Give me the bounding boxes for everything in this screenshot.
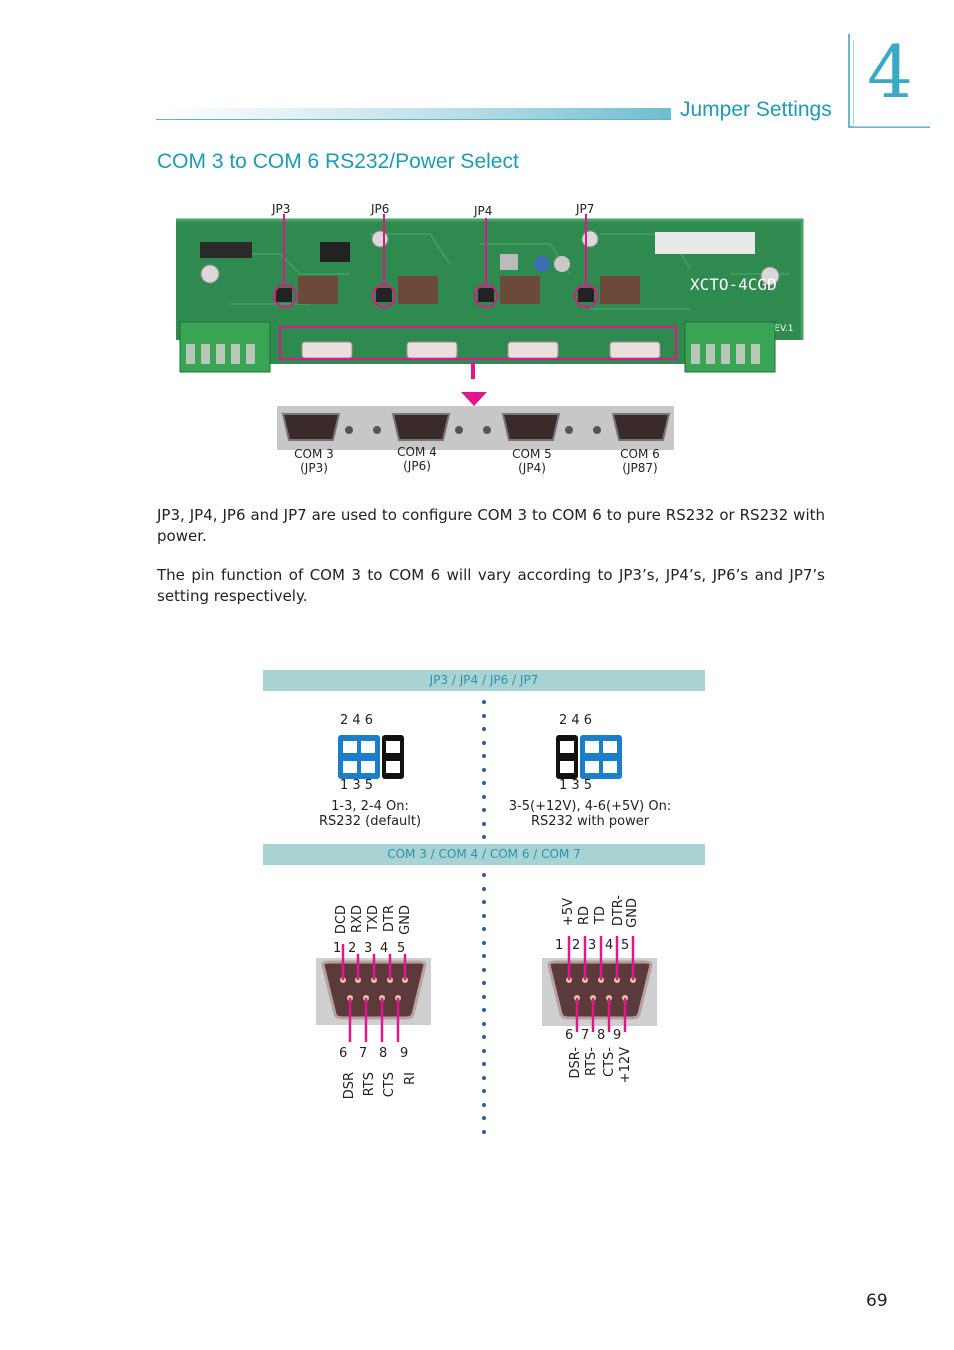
connector-com4: COM 4(JP6) (397, 445, 437, 473)
chapter-number: 4 (867, 30, 913, 114)
rpin-num-4: 4 (605, 938, 614, 953)
rpin-num-8: 8 (597, 1028, 606, 1043)
rpin-num-2: 2 (572, 938, 581, 953)
label-jp3: JP3 (272, 202, 291, 216)
paragraph-2: The pin function of COM 3 to COM 6 will … (157, 566, 825, 605)
label-jp6: JP6 (371, 202, 390, 216)
signal-txd: TXD (366, 905, 381, 932)
signal-dtr-minus: DTR- (611, 895, 626, 927)
label-jp4: JP4 (474, 204, 493, 218)
jp-left-bottom-pins: 1 3 5 (340, 778, 374, 793)
table1-divider (482, 700, 486, 849)
board-rev-text: REV.1 (768, 324, 794, 334)
rpin-num-5: 5 (621, 938, 630, 953)
signal-ri: RI (403, 1072, 418, 1085)
page-number: 69 (866, 1291, 888, 1311)
signal-gnd-right: GND (625, 898, 640, 928)
rpin-num-3: 3 (588, 938, 597, 953)
jp-left-top-pins: 2 4 6 (340, 713, 374, 728)
signal-td: TD (593, 906, 608, 924)
paragraph-1: JP3, JP4, JP6 and JP7 are used to config… (157, 506, 825, 545)
signal-gnd: GND (398, 905, 413, 935)
pin-num-4: 4 (380, 941, 389, 956)
pin-num-3: 3 (364, 941, 373, 956)
rpin-num-9: 9 (613, 1028, 622, 1043)
connector-com6: COM 6(JP87) (620, 447, 660, 475)
signal-dsr-minus: DSR- (568, 1047, 583, 1079)
jp-right-top-pins: 2 4 6 (559, 713, 593, 728)
signal-plus5v: +5V (561, 898, 576, 927)
connector-com5: COM 5(JP4) (512, 447, 552, 475)
header-rule (156, 119, 671, 120)
rpin-num-6: 6 (565, 1028, 574, 1043)
pin-num-2: 2 (348, 941, 357, 956)
jp-right-desc: 3-5(+12V), 4-6(+5V) On:RS232 with power (508, 799, 672, 829)
signal-rts: RTS (362, 1072, 377, 1097)
header-gradient-bar (156, 108, 671, 120)
pin-num-1: 1 (333, 941, 342, 956)
board-photo: XCTO-4CGD REV.1 (176, 214, 804, 379)
section-title: COM 3 to COM 6 RS232/Power Select (157, 150, 519, 173)
jp-right-bottom-pins: 1 3 5 (559, 778, 593, 793)
db9-left-diagram (316, 944, 431, 1042)
label-jp7: JP7 (576, 202, 595, 216)
signal-dsr: DSR (342, 1072, 357, 1100)
connector-strip (277, 406, 674, 450)
rpin-num-1: 1 (555, 938, 564, 953)
table2-header: COM 3 / COM 4 / COM 6 / COM 7 (263, 844, 705, 865)
pin-num-5: 5 (397, 941, 406, 956)
signal-cts-minus: CTS- (602, 1047, 617, 1077)
signal-rd: RD (577, 906, 592, 926)
signal-rts-minus: RTS- (584, 1047, 599, 1076)
pin-num-7: 7 (359, 1046, 368, 1061)
arrow-down-icon (461, 392, 487, 406)
signal-rxd: RXD (350, 905, 365, 933)
table1-header: JP3 / JP4 / JP6 / JP7 (263, 670, 705, 691)
chapter-frame-inner (853, 40, 929, 127)
signal-cts: CTS (382, 1072, 397, 1098)
connector-com3: COM 3(JP3) (294, 447, 334, 475)
signal-dtr: DTR (382, 905, 397, 932)
chapter-frame (848, 34, 930, 128)
header-section-title: Jumper Settings (680, 98, 832, 121)
jp-left-desc: 1-3, 2-4 On:RS232 (default) (318, 799, 422, 829)
pin-num-6: 6 (339, 1046, 348, 1061)
rpin-num-7: 7 (581, 1028, 590, 1043)
board-model-text: XCTO-4CGD (690, 275, 777, 294)
pin-num-9: 9 (400, 1046, 409, 1061)
signal-dcd: DCD (334, 905, 349, 935)
signal-plus12v: +12V (618, 1047, 633, 1084)
jumper-left-diagram (338, 735, 404, 779)
pin-num-8: 8 (379, 1046, 388, 1061)
db9-right-diagram (542, 936, 657, 1032)
table2-divider (482, 873, 486, 1143)
jumper-right-diagram (556, 735, 622, 779)
